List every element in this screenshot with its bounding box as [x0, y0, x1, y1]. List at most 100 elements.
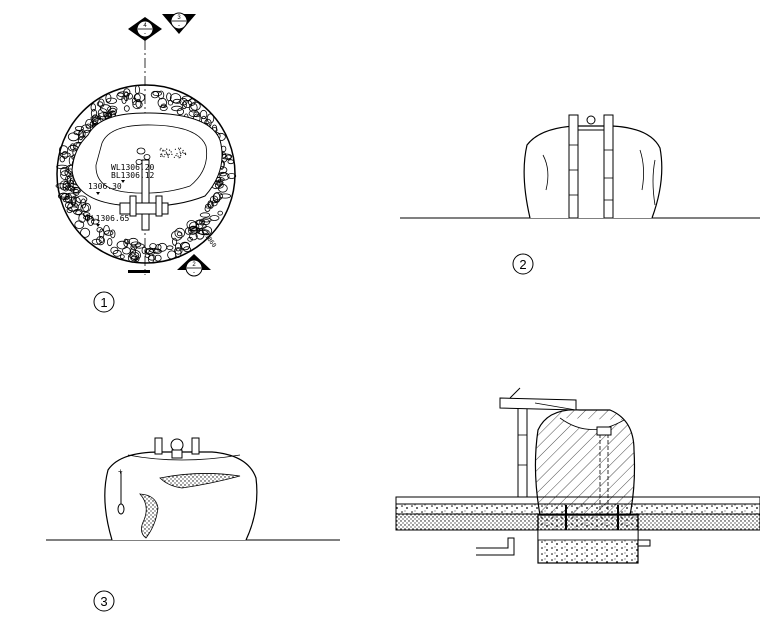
pebble — [119, 254, 125, 259]
splash-dot — [162, 150, 164, 152]
pebble — [206, 113, 215, 124]
pebble — [80, 227, 91, 238]
pebble — [67, 186, 76, 192]
pebble — [225, 154, 232, 160]
pebble — [134, 84, 140, 95]
splash-dot — [168, 153, 170, 155]
level-marker-icon — [96, 224, 100, 227]
splash-dot — [178, 157, 180, 159]
svg-text:+: + — [118, 467, 123, 476]
pebble — [172, 237, 178, 246]
bamboo-post-left — [568, 114, 579, 219]
pebble — [97, 108, 108, 118]
pebble — [96, 236, 105, 246]
pebble — [89, 120, 98, 127]
pebble — [122, 246, 131, 255]
pebble — [91, 238, 102, 245]
pebble — [90, 218, 100, 225]
pebble — [56, 164, 68, 170]
pebble — [59, 192, 69, 198]
pebble — [182, 100, 193, 109]
splash-dot — [159, 149, 161, 151]
pebble — [155, 244, 162, 251]
pebble — [176, 108, 184, 116]
pebble — [216, 179, 223, 187]
splash-dot — [170, 151, 172, 153]
splash-dot — [177, 155, 179, 157]
splash-dot — [171, 153, 173, 155]
pebble — [66, 207, 73, 214]
pebble — [190, 101, 201, 111]
pebble — [213, 192, 221, 203]
pebble — [110, 229, 116, 239]
pebble — [144, 253, 151, 258]
splash-dot — [178, 149, 180, 151]
pebble — [60, 166, 69, 176]
pebble — [135, 98, 142, 109]
bamboo-pipe-plan — [141, 159, 150, 231]
pebble — [207, 201, 214, 209]
pebble — [123, 238, 129, 247]
pebble — [199, 212, 211, 218]
pebble — [98, 98, 105, 109]
pebble — [227, 159, 235, 165]
pebble — [90, 103, 96, 112]
pebble — [227, 173, 237, 179]
pebble — [209, 215, 220, 221]
svg-text:1: 1 — [100, 295, 107, 310]
splash-dots — [159, 147, 187, 159]
spout-icon — [586, 115, 596, 125]
splash-dot — [166, 153, 168, 155]
pebble — [59, 152, 71, 158]
pebble — [201, 226, 213, 236]
splash-dot — [180, 147, 182, 149]
pebble — [67, 202, 79, 212]
pebble — [179, 241, 190, 251]
splash-dot — [184, 152, 187, 154]
splash-dot — [174, 148, 176, 150]
pebble — [174, 248, 182, 258]
pebble — [150, 90, 159, 99]
pebble — [130, 247, 137, 256]
splash-dot — [183, 152, 185, 154]
svg-text:-: - — [178, 23, 180, 29]
pebble — [96, 227, 103, 233]
splash-dot — [179, 151, 181, 153]
splash-dot — [168, 149, 171, 151]
pebble — [62, 182, 72, 189]
drain-pipe — [476, 537, 515, 556]
detail-4-section — [395, 387, 760, 564]
splash-dot — [166, 148, 168, 150]
pebble — [181, 95, 192, 102]
pebble — [219, 193, 232, 199]
pebble — [174, 242, 182, 252]
pebble — [103, 225, 110, 235]
splash-dot — [161, 155, 163, 157]
pebble — [55, 183, 67, 189]
pebble — [82, 202, 91, 212]
detail-callout-3 — [93, 590, 115, 612]
pebble — [172, 98, 182, 104]
splash-dot — [182, 151, 184, 153]
pebble — [123, 105, 130, 112]
level-marker-icon — [96, 192, 100, 195]
pebble — [174, 227, 186, 239]
pebble — [80, 204, 90, 213]
pebble — [199, 109, 208, 120]
pebble — [132, 100, 143, 110]
pebble — [107, 105, 118, 113]
splash-dot — [167, 155, 169, 157]
pebble — [72, 196, 81, 207]
pebble — [130, 241, 142, 248]
splash-dot — [176, 153, 178, 155]
pebble — [116, 92, 125, 100]
svg-text:2: 2 — [519, 257, 526, 272]
pebble — [78, 213, 86, 223]
pebble — [110, 246, 119, 255]
pebble — [59, 180, 69, 191]
pebble — [74, 125, 84, 131]
pebble — [106, 238, 113, 247]
pebble — [72, 188, 80, 196]
pebble — [61, 150, 69, 159]
